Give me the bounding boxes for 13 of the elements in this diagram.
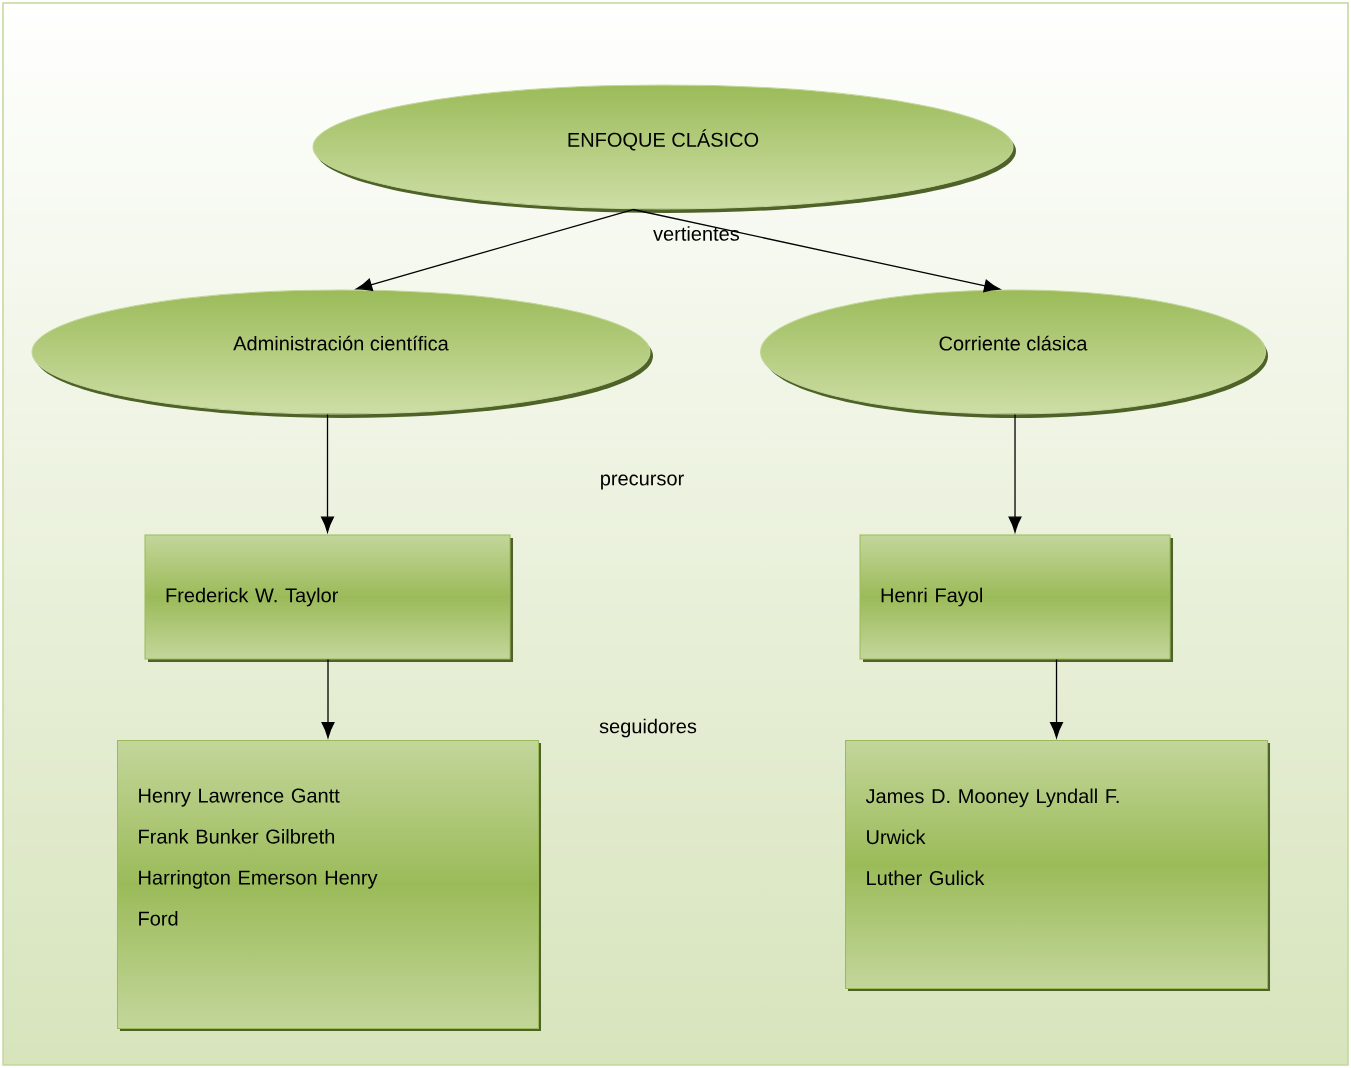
arrow [1008, 413, 1022, 533]
process-box: James D. Mooney Lyndall F. Urwick Luther Gulick [845, 740, 1270, 991]
process-box: Frederick W. Taylor [144, 534, 513, 662]
arrow [356, 208, 634, 292]
relation-label: seguidores [599, 718, 697, 738]
process-box: Henry Lawrence Gantt Frank Bunker Gilbreth Harrington Emerson Henry Ford [117, 740, 541, 1031]
arrow [321, 413, 334, 533]
process-box: Henri Fayol [859, 534, 1173, 662]
arrow [632, 208, 1001, 293]
arrow [321, 658, 335, 739]
arrow [1050, 658, 1063, 739]
edge-label: vertientes [653, 226, 739, 241]
relation-label: precursor [601, 474, 684, 490]
